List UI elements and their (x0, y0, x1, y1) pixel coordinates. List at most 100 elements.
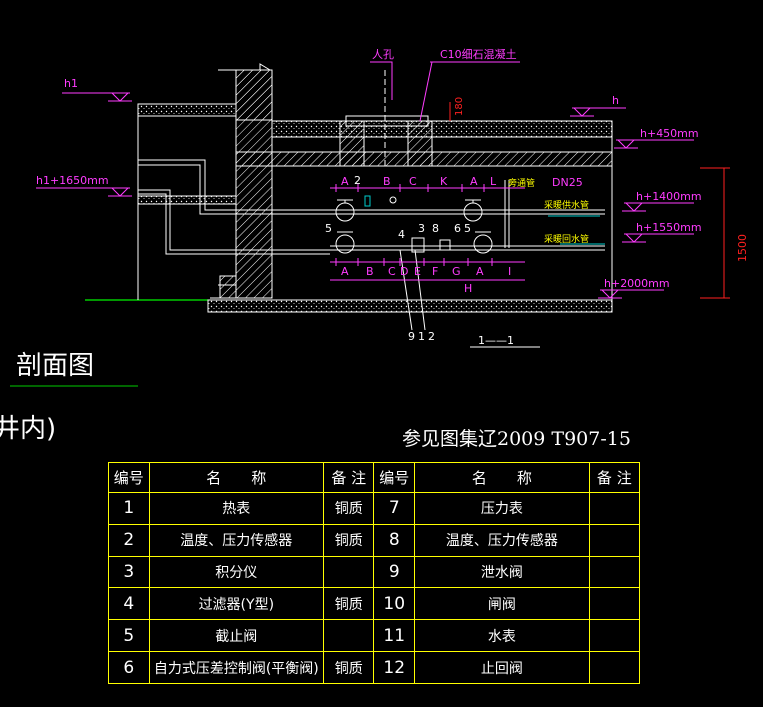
item-number: 9 (408, 330, 415, 343)
elev-h: h (612, 94, 619, 107)
item-number: 1 (418, 330, 425, 343)
item-name: 泄水阀 (414, 555, 590, 589)
header-note: 备 注 (588, 462, 641, 493)
return-inlet-pipe (138, 189, 330, 251)
top-dim-letter: K (440, 175, 448, 188)
item-number: 6 (454, 222, 461, 235)
item-num: 6 (108, 651, 150, 684)
gate-valve-supply-left (335, 199, 355, 222)
item-number: 4 (398, 228, 405, 241)
item-num: 10 (373, 587, 416, 621)
item-num: 3 (108, 555, 150, 589)
legend-row: 5 截止阀 11 水表 (108, 619, 641, 653)
reference-note: 参见图集辽2009 T907-15 (402, 428, 631, 450)
bypass-label: 旁通管 (508, 177, 535, 189)
item-number: 8 (432, 222, 439, 235)
item-note (588, 523, 641, 557)
roof-slab (271, 120, 613, 138)
manhole-frame-right (407, 120, 433, 167)
item-num: 11 (373, 619, 416, 653)
heat-meter (411, 237, 425, 253)
dim-180: 180 (454, 97, 465, 116)
bottom-dim-letter: F (432, 265, 438, 278)
top-dim-letter: B (383, 175, 391, 188)
bottom-dim-letter: A (476, 265, 484, 278)
top-dim-letter: C (409, 175, 417, 188)
section-subtitle: 井内) (0, 414, 57, 444)
item-note: 铜质 (323, 523, 375, 557)
bottom-dim-letter: I (508, 265, 511, 278)
manhole-label: 人孔 (372, 48, 394, 61)
return-pipe-label: 采暖回水管 (544, 233, 589, 245)
item-note (323, 555, 375, 589)
supply-pipe-label: 采暖供水管 (544, 199, 589, 211)
item-number: 5 (325, 222, 332, 235)
header-num: 编号 (373, 462, 416, 493)
bottom-dim-letter: A (341, 265, 349, 278)
item-note (323, 619, 375, 653)
manhole-frame-left (339, 120, 365, 167)
legend-row: 3 积分仪 9 泄水阀 (108, 555, 641, 589)
bottom-dim-letter: D (400, 265, 408, 278)
pipe-dn-label: DN25 (552, 176, 583, 189)
header-num: 编号 (108, 462, 150, 493)
elev-h1: h1 (64, 77, 78, 90)
elev-h-2000: h+2000mm (604, 277, 670, 290)
bottom-dim-letter: B (366, 265, 374, 278)
dim-1500: 1500 (736, 234, 749, 262)
legend-row: 6 自力式压差控制阀(平衡阀) 铜质 12 止回阀 (108, 651, 641, 684)
item-note (588, 491, 641, 525)
item-name: 闸阀 (414, 587, 590, 621)
item-note: 铜质 (323, 491, 375, 525)
item-note: 铜质 (323, 651, 375, 684)
item-name: 自力式压差控制阀(平衡阀) (148, 651, 325, 684)
item-num: 9 (373, 555, 416, 589)
supply-inlet-pipe (138, 159, 350, 211)
item-number: 5 (464, 222, 471, 235)
item-name: 温度、压力传感器 (148, 523, 325, 557)
legend-row: 2 温度、压力传感器 铜质 8 温度、压力传感器 (108, 523, 641, 557)
item-name: 热表 (148, 491, 325, 525)
top-dim-letter: A (341, 175, 349, 188)
elev-h-1400: h+1400mm (636, 190, 702, 203)
header-name: 名 称 (414, 462, 590, 493)
item-name: 过滤器(Y型) (148, 587, 325, 621)
item-name: 压力表 (414, 491, 590, 525)
legend-row: 1 热表 铜质 7 压力表 (108, 491, 641, 525)
left-slab (137, 103, 237, 117)
wall-foot (219, 275, 237, 299)
elev-h1-1650: h1+1650mm (36, 174, 109, 187)
top-dim-letter: A (470, 175, 478, 188)
item-num: 12 (373, 651, 416, 684)
item-number: 2 (354, 174, 361, 187)
item-num: 2 (108, 523, 150, 557)
balance-valve (439, 239, 451, 251)
left-floor-slab (137, 195, 237, 205)
item-note (588, 587, 641, 621)
gate-valve-return-right (473, 231, 493, 254)
gate-valve-supply-right (463, 199, 483, 222)
bottom-dim-letter: E (414, 265, 421, 278)
elev-h-450: h+450mm (640, 127, 699, 140)
header-name: 名 称 (148, 462, 325, 493)
item-name: 水表 (414, 619, 590, 653)
legend-row: 4 过滤器(Y型) 铜质 10 闸阀 (108, 587, 641, 621)
item-name: 积分仪 (148, 555, 325, 589)
bottom-dim-letter: C (388, 265, 396, 278)
section-title: 、剖面图 (0, 351, 95, 381)
item-name: 止回阀 (414, 651, 590, 684)
legend-header-row: 编号 名 称 备 注 编号 名 称 备 注 (108, 462, 641, 493)
section-mark: 1——1 (478, 334, 514, 347)
item-name: 截止阀 (148, 619, 325, 653)
gate-valve-return-left (335, 231, 355, 254)
concrete-label: C10细石混凝土 (440, 47, 517, 61)
item-note (588, 651, 641, 684)
elev-h-1550: h+1550mm (636, 221, 702, 234)
bottom-dim-total: H (464, 282, 472, 295)
item-note (588, 619, 641, 653)
item-note (588, 555, 641, 589)
item-num: 5 (108, 619, 150, 653)
item-number: 2 (428, 330, 435, 343)
item-num: 8 (373, 523, 416, 557)
